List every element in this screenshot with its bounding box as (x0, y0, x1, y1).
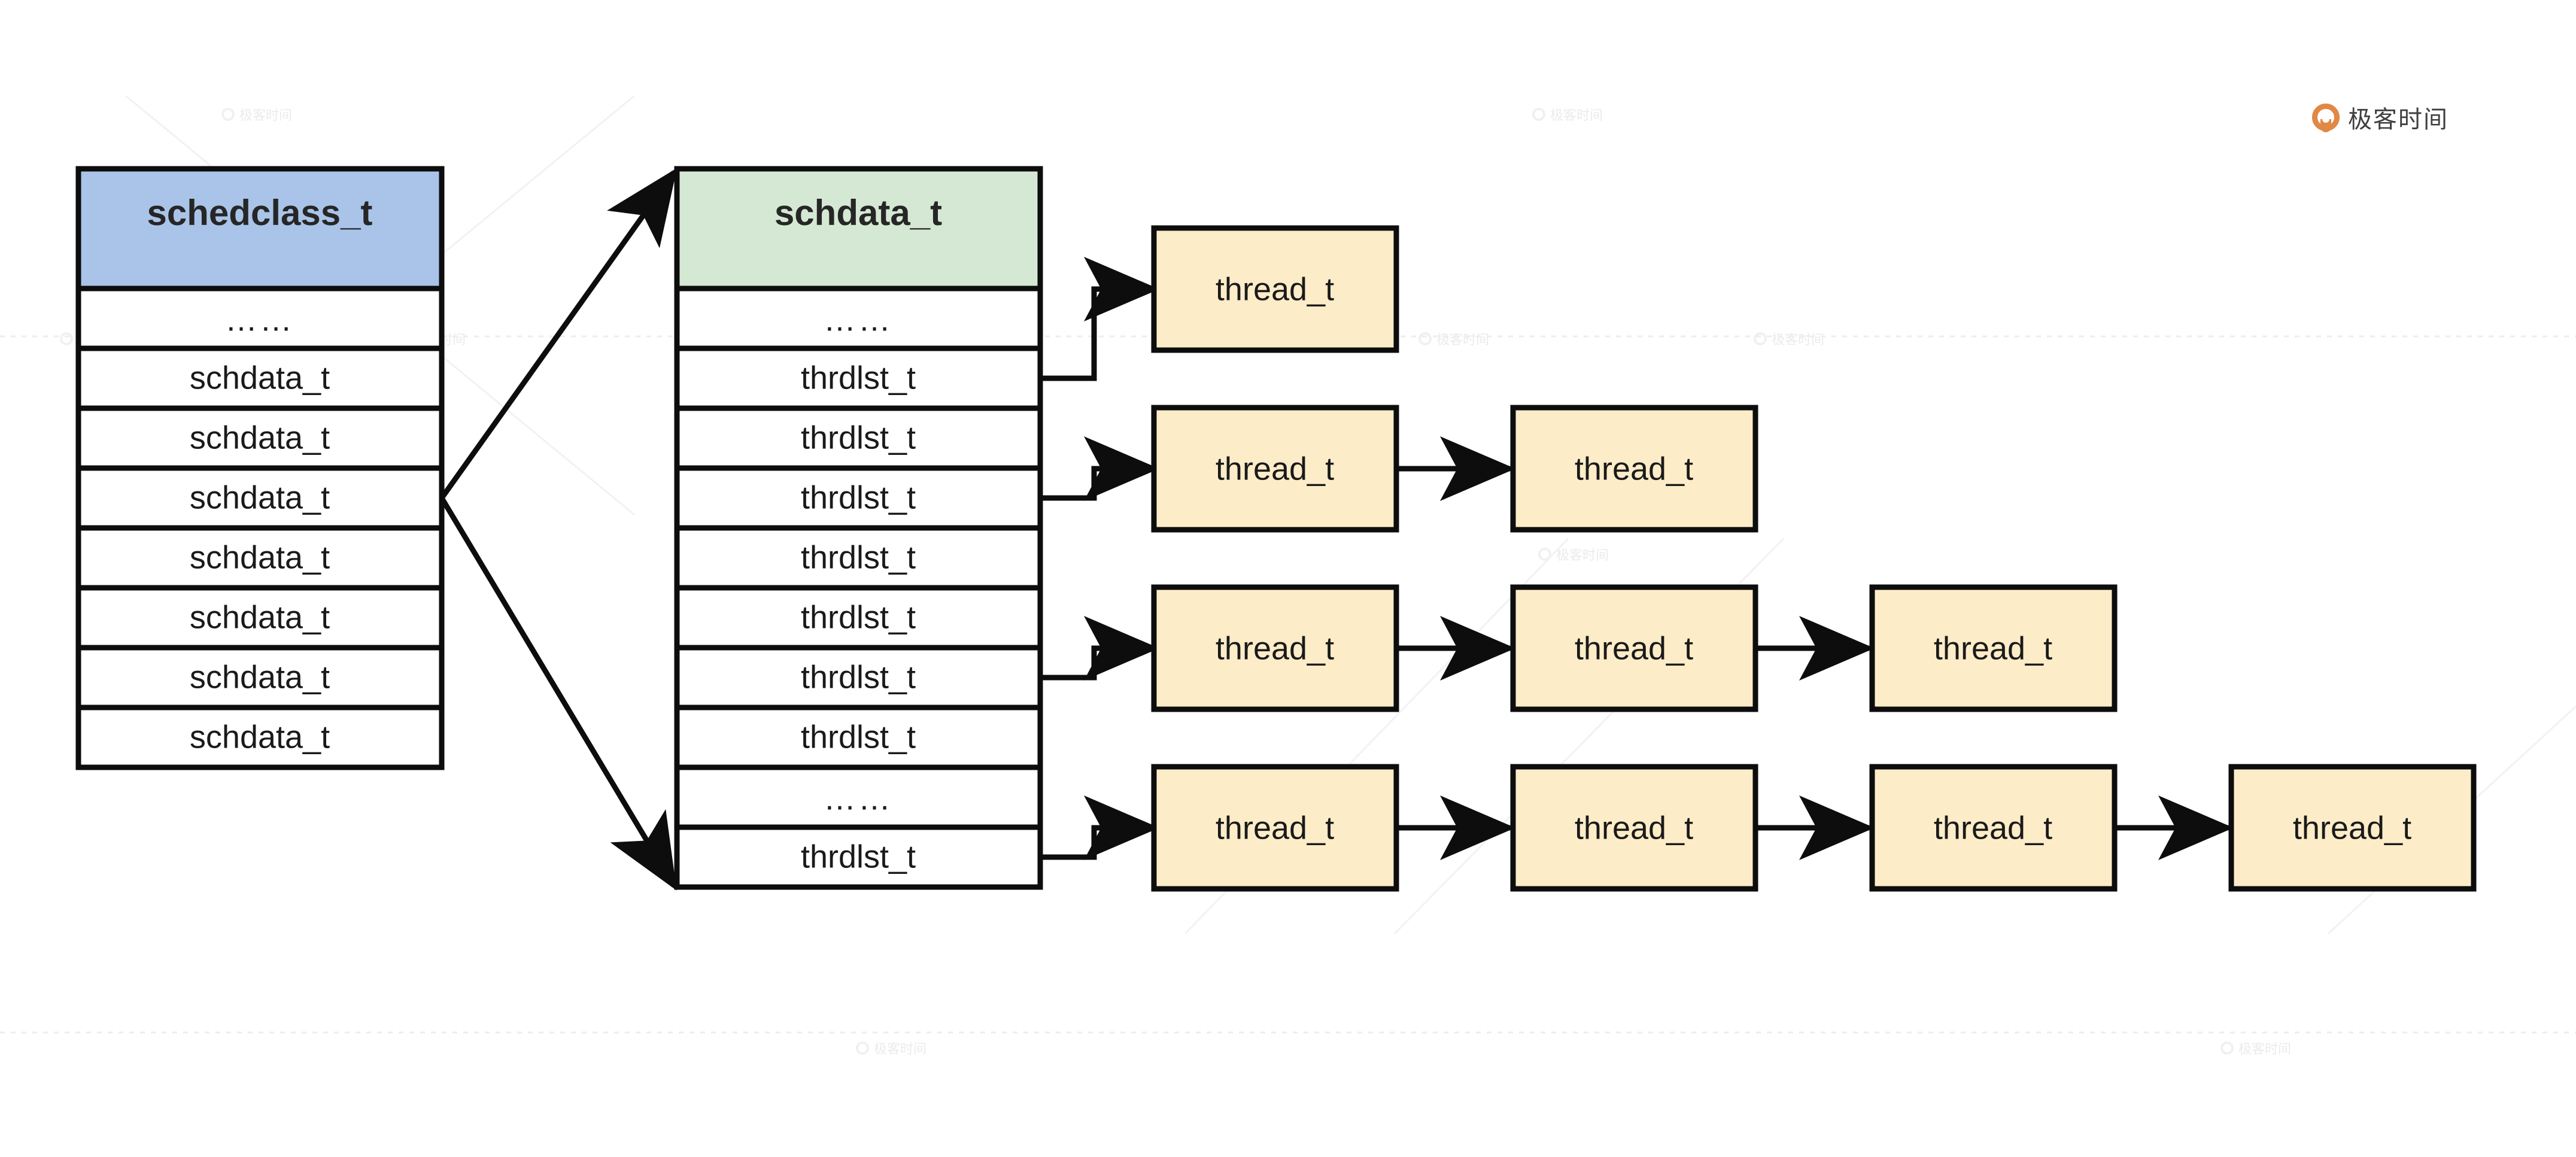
schdata-row-label: …… (824, 302, 893, 338)
thread-node (1510, 584, 1758, 712)
list-head-connector-1 (1040, 257, 1159, 381)
schdata-row-label: thrdlst_t (801, 420, 916, 455)
schedclass-row (75, 345, 445, 411)
geektime-logo-icon (2312, 104, 2340, 132)
schedclass-row (75, 525, 445, 591)
schedclass-row-label: …… (225, 302, 294, 338)
thread-node (1151, 405, 1399, 533)
thread-node-label: thread_t (1934, 810, 2052, 846)
schedclass-row-label: schdata_t (190, 539, 330, 575)
schdata-row-label: thrdlst_t (801, 479, 916, 515)
schdata-row-label: thrdlst_t (801, 839, 916, 874)
thread-node-label: thread_t (1216, 630, 1334, 666)
schdata-table: schdata_t …… thrdlst_t thrdlst_t thrdlst… (674, 166, 1043, 890)
schedclass-row-label: schdata_t (190, 420, 330, 455)
thread-node-label: thread_t (1934, 630, 2052, 666)
thread-node (1510, 405, 1758, 533)
schedclass-row-label: schdata_t (190, 599, 330, 635)
thread-chain-row: thread_t thread_t thread_t thread_t (1151, 764, 2477, 892)
schedclass-title: schedclass_t (147, 193, 373, 233)
schdata-row-label: thrdlst_t (801, 599, 916, 635)
thread-node-label: thread_t (2293, 810, 2411, 846)
schdata-row (674, 764, 1043, 830)
fanout-arrow-bottom (439, 496, 677, 891)
schdata-row (674, 824, 1043, 890)
list-head-connector-4 (1040, 795, 1159, 860)
thread-node-label: thread_t (1216, 271, 1334, 307)
schdata-row (674, 704, 1043, 770)
schedclass-header-cell (75, 166, 445, 291)
schedclass-row (75, 585, 445, 651)
schdata-row (674, 585, 1043, 651)
schedclass-row-label: schdata_t (190, 659, 330, 695)
schedclass-row (75, 286, 445, 351)
fanout-arrows (439, 168, 678, 891)
schedclass-row (75, 405, 445, 471)
list-head-connector-3 (1040, 616, 1159, 681)
schedclass-row-label: schdata_t (190, 719, 330, 755)
schedclass-row-label: schdata_t (190, 360, 330, 396)
thread-node-label: thread_t (1575, 630, 1693, 666)
thread-node-label: thread_t (1216, 451, 1334, 487)
thread-node (1869, 584, 2118, 712)
schdata-row-label: thrdlst_t (801, 360, 916, 396)
thread-node (1510, 764, 1758, 892)
schdata-title: schdata_t (774, 193, 942, 233)
thread-chain-row: thread_t thread_t thread_t (1151, 584, 2118, 712)
thread-node (1151, 225, 1399, 353)
thread-chain-row: thread_t thread_t (1151, 405, 1758, 533)
brand-logo: 极客时间 (2312, 100, 2449, 135)
schdata-row (674, 286, 1043, 351)
list-head-connector-2 (1040, 436, 1159, 501)
schdata-row-label: thrdlst_t (801, 719, 916, 755)
thread-node (2228, 764, 2477, 892)
thread-node-label: thread_t (1216, 810, 1334, 846)
schedclass-row (75, 645, 445, 710)
thread-node-label: thread_t (1575, 451, 1693, 487)
fanout-arrow-top (439, 168, 678, 500)
schedclass-table: schedclass_t …… schdata_t schdata_t schd… (75, 166, 445, 770)
thread-chain-row: thread_t (1151, 225, 1399, 353)
list-head-connectors (1040, 257, 1159, 860)
background-guides (0, 335, 2576, 1034)
schdata-row-label: …… (824, 781, 893, 816)
thread-node-label: thread_t (1575, 810, 1693, 846)
schedclass-row-label: schdata_t (190, 479, 330, 515)
brand-name: 极客时间 (2348, 107, 2449, 133)
schdata-row-label: thrdlst_t (801, 659, 916, 695)
thread-node (1151, 764, 1399, 892)
schdata-row-label: thrdlst_t (801, 539, 916, 575)
schedclass-row (75, 704, 445, 770)
